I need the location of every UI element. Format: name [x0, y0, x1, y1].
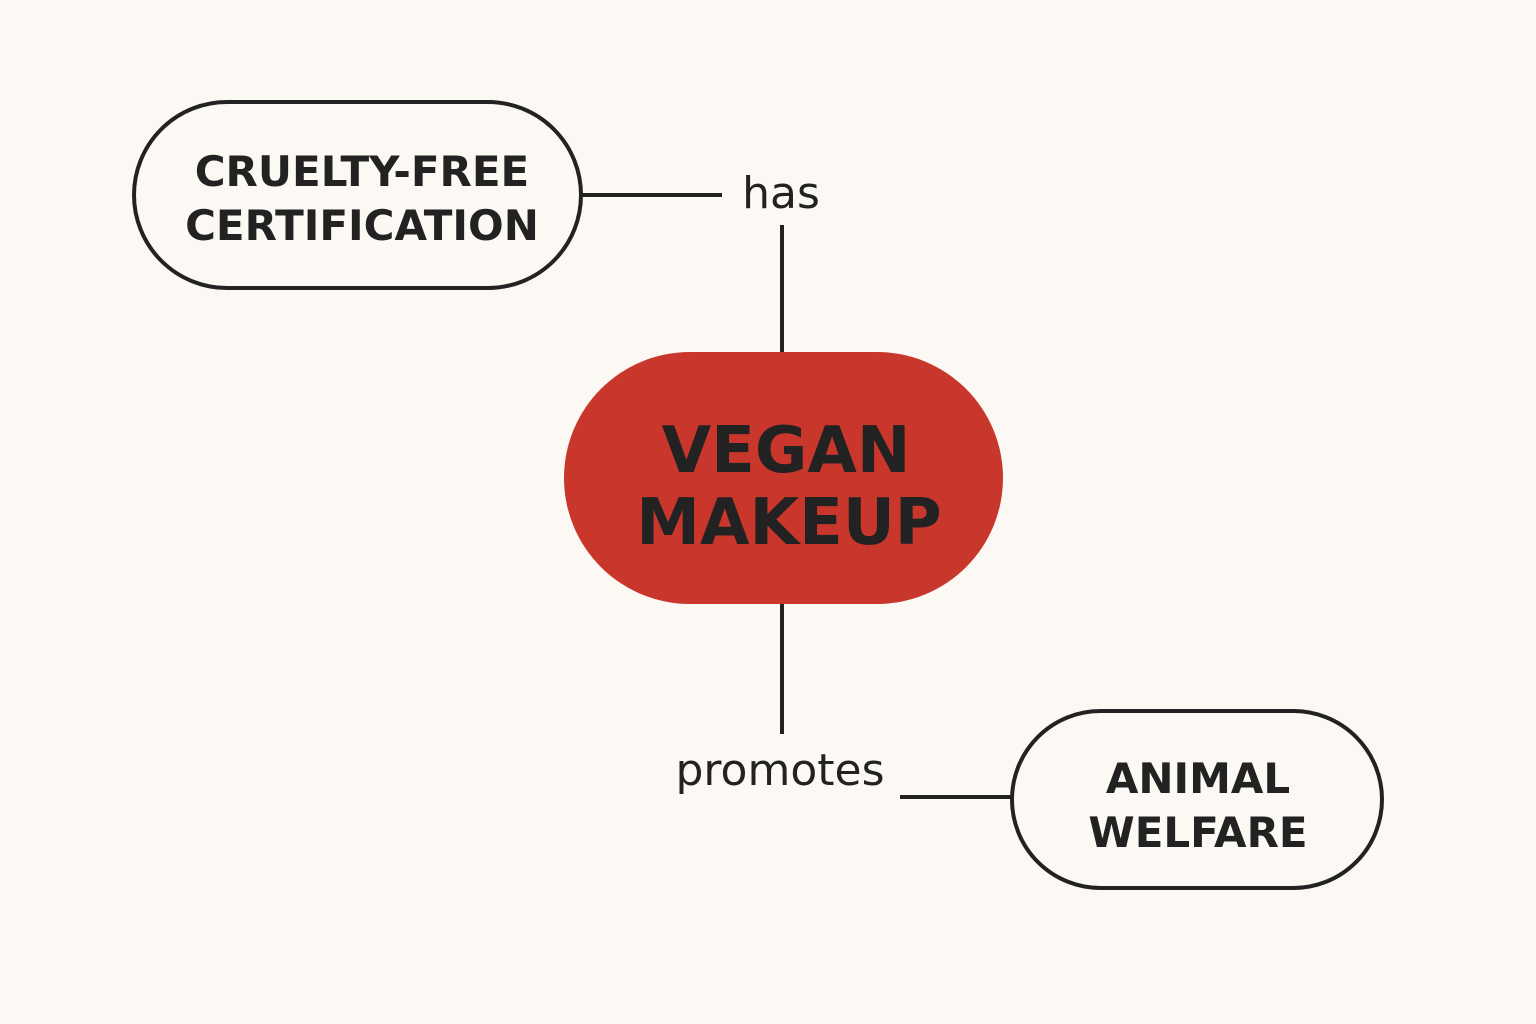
node-label-line2: MAKEUP	[636, 486, 941, 560]
node-vegan-makeup[interactable]: VEGAN MAKEUP	[564, 352, 1003, 604]
node-label-line2: CERTIFICATION	[185, 201, 539, 250]
node-shape	[564, 352, 1003, 604]
edge-label-promotes: promotes	[676, 745, 885, 796]
node-animal-welfare[interactable]: ANIMAL WELFARE	[1010, 709, 1384, 890]
node-label-line1: CRUELTY-FREE	[195, 147, 530, 196]
node-shape	[132, 100, 583, 290]
edge-label-has: has	[742, 168, 820, 219]
node-shape	[1010, 709, 1384, 890]
node-label-line2: WELFARE	[1088, 808, 1307, 857]
node-label-line1: ANIMAL	[1106, 754, 1290, 803]
node-label-line1: VEGAN	[662, 414, 911, 488]
node-cruelty-free-certification[interactable]: CRUELTY-FREE CERTIFICATION	[132, 100, 583, 290]
